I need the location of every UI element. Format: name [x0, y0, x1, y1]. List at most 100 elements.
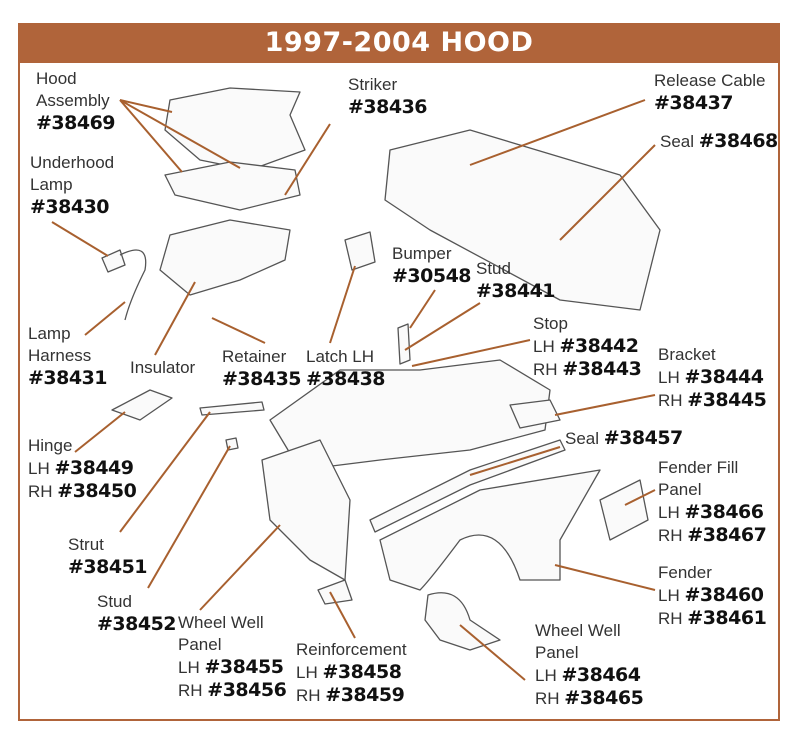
hood-inner-frame-part: [164, 161, 301, 211]
leader-line: [84, 301, 126, 336]
part-name: LH: [658, 586, 685, 605]
callout-line: Lamp: [28, 323, 107, 345]
callout-line: Panel: [178, 634, 286, 656]
leader-line: [154, 281, 196, 356]
part-name: Lamp: [30, 175, 73, 194]
callout-seal-38468: Seal #38468: [660, 130, 778, 153]
part-number: #38468: [698, 130, 779, 152]
part-name: LH: [658, 368, 685, 387]
part-number: #38465: [564, 687, 644, 709]
part-number: #38456: [207, 679, 287, 701]
callout-line: Assembly: [36, 90, 115, 112]
part-name: Release Cable: [654, 71, 766, 90]
leader-line: [459, 624, 526, 681]
part-name: RH: [296, 686, 326, 705]
part-number: #30548: [392, 265, 472, 287]
part-number: #38457: [603, 427, 684, 449]
callout-line: RH #38445: [658, 389, 767, 412]
part-name: RH: [178, 681, 208, 700]
part-name: Panel: [658, 480, 702, 499]
callout-line: Panel: [535, 642, 643, 664]
part-number: #38430: [30, 196, 110, 218]
callout-line: RH #38465: [535, 687, 644, 710]
leader-line: [404, 302, 481, 351]
leader-line: [554, 564, 656, 591]
part-number: #38445: [687, 389, 767, 411]
leader-line: [469, 99, 646, 166]
leader-line: [329, 591, 356, 639]
part-name: Lamp: [28, 324, 71, 343]
part-name: Stud: [97, 592, 132, 611]
part-number: #38436: [348, 96, 428, 118]
latch-part: [344, 231, 376, 271]
callout-line: Seal #38457: [565, 427, 683, 450]
callout-line: LH #38442: [533, 335, 641, 358]
fender-fill-panel-part: [599, 479, 649, 541]
callout-line: RH #38461: [658, 607, 767, 630]
part-number: #38435: [222, 368, 302, 390]
part-name: LH: [178, 658, 205, 677]
callout-line: Bumper: [392, 243, 471, 265]
callout-line: RH #38459: [296, 684, 407, 707]
callout-stud-38441: Stud #38441: [476, 258, 556, 303]
wheel-well-panel-right-part: [424, 592, 501, 651]
callout-line: #38452: [97, 613, 177, 636]
diagram-title: 1997-2004 HOOD: [18, 23, 780, 63]
callout-line: Panel: [658, 479, 766, 501]
part-name: Retainer: [222, 347, 287, 366]
part-name: Underhood: [30, 153, 115, 172]
part-number: #38452: [97, 613, 177, 635]
part-name: Stop: [533, 314, 568, 333]
callout-line: #38430: [30, 196, 114, 219]
part-number: #38437: [654, 92, 734, 114]
part-number: #38438: [306, 368, 386, 390]
leader-line: [119, 411, 211, 533]
callout-latch: Latch LH #38438: [306, 346, 386, 391]
part-number: #38466: [684, 501, 764, 523]
part-name: RH: [535, 689, 565, 708]
part-number: #38431: [28, 367, 108, 389]
leader-line: [119, 99, 183, 173]
callout-line: RH #38443: [533, 358, 642, 381]
part-name: Panel: [178, 635, 222, 654]
callout-line: Striker: [348, 74, 427, 96]
part-name: Stud: [476, 259, 511, 278]
callout-line: Latch LH: [306, 346, 385, 368]
callout-line: Reinforcement: [296, 639, 407, 661]
leader-line: [211, 317, 266, 344]
seal-part: [369, 439, 566, 533]
part-name: Bracket: [658, 345, 716, 364]
hinge-part: [111, 389, 173, 421]
part-number: #38442: [559, 335, 639, 357]
part-number: #38460: [684, 584, 764, 606]
callout-line: Strut: [68, 534, 147, 556]
part-name: RH: [533, 360, 563, 379]
part-number: #38449: [54, 457, 134, 479]
leader-line: [554, 394, 656, 416]
callout-line: Wheel Well: [178, 612, 286, 634]
part-number: #38455: [204, 656, 284, 678]
leader-line: [624, 489, 656, 506]
callout-line: Seal #38468: [660, 130, 778, 153]
part-name: Latch LH: [306, 347, 375, 366]
callout-retainer: Retainer #38435: [222, 346, 302, 391]
callout-line: LH #38458: [296, 661, 407, 684]
callout-line: Release Cable: [654, 70, 766, 92]
fender-part: [379, 469, 601, 591]
callout-line: Stud: [97, 591, 176, 613]
part-name: Seal: [660, 132, 699, 151]
callout-line: #38431: [28, 367, 108, 390]
part-name: Bumper: [392, 244, 452, 263]
part-name: RH: [658, 609, 688, 628]
callout-line: #38451: [68, 556, 148, 579]
callout-striker: Striker#38436: [348, 74, 428, 119]
part-name: Hood: [36, 69, 77, 88]
callout-line: #38441: [476, 280, 556, 303]
